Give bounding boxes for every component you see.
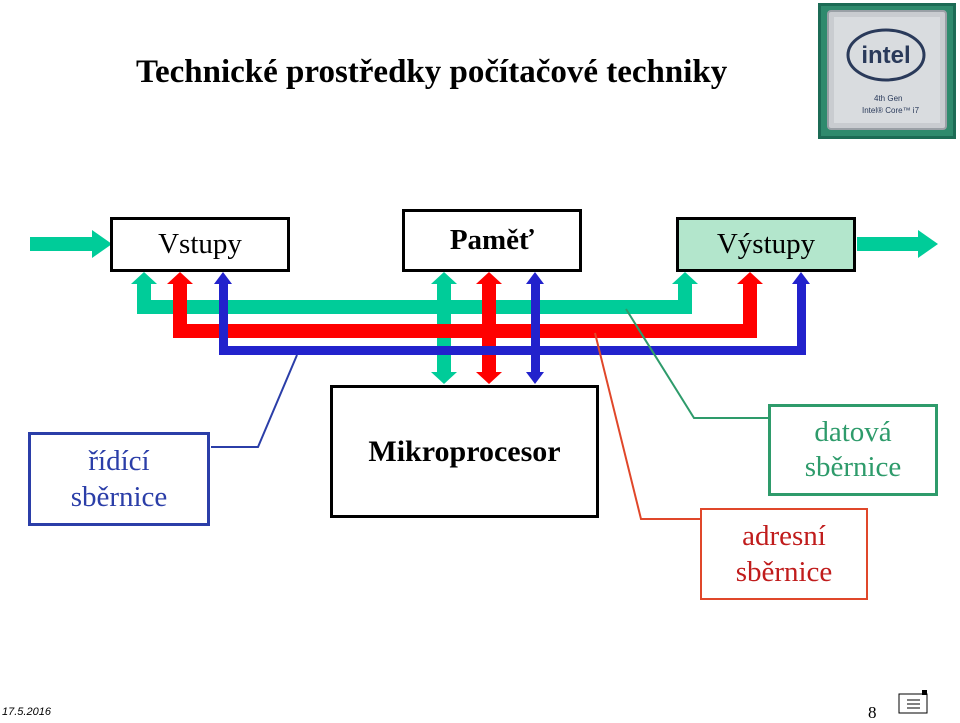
address-bus [167,272,763,384]
control-bus-leader [211,354,298,448]
control-bus-label-box: řídící sběrnice [28,432,210,526]
intel-cpu-chip-icon: intel 4th Gen Intel® Core™ i7 [818,3,956,139]
control-bus-label-line1: řídící [88,444,150,477]
chip-line1: 4th Gen [874,94,902,103]
address-bus-label-box: adresní sběrnice [700,508,868,600]
data-bus-label-box: datová sběrnice [768,404,938,496]
chip-line2: Intel® Core™ i7 [862,106,920,115]
inputs-label: Vstupy [158,228,242,260]
chip-brand: intel [861,42,910,69]
control-bus-label-line2: sběrnice [70,481,168,513]
page-title: Technické prostředky počítačové techniky [136,54,728,90]
outputs-label: Výstupy [716,228,816,260]
input-arrow [30,230,112,258]
notes-icon[interactable] [898,690,928,714]
data-bus [131,272,698,384]
control-bus [214,272,810,384]
data-bus-label-line1: datová [814,416,892,449]
page-number: 8 [868,703,877,722]
data-bus-leader [625,308,768,419]
address-bus-label-line2: sběrnice [735,556,833,588]
microprocessor-label: Mikroprocesor [368,434,561,468]
output-arrow [857,230,938,258]
data-bus-label-line2: sběrnice [804,451,902,483]
memory-box: Paměť [402,209,582,272]
microprocessor-box: Mikroprocesor [330,385,599,518]
address-bus-leader [594,332,700,520]
memory-label: Paměť [449,224,535,256]
inputs-box: Vstupy [110,217,290,272]
outputs-box: Výstupy [676,217,856,272]
footer-date: 17.5.2016 [2,706,51,718]
address-bus-label-line1: adresní [742,519,826,552]
